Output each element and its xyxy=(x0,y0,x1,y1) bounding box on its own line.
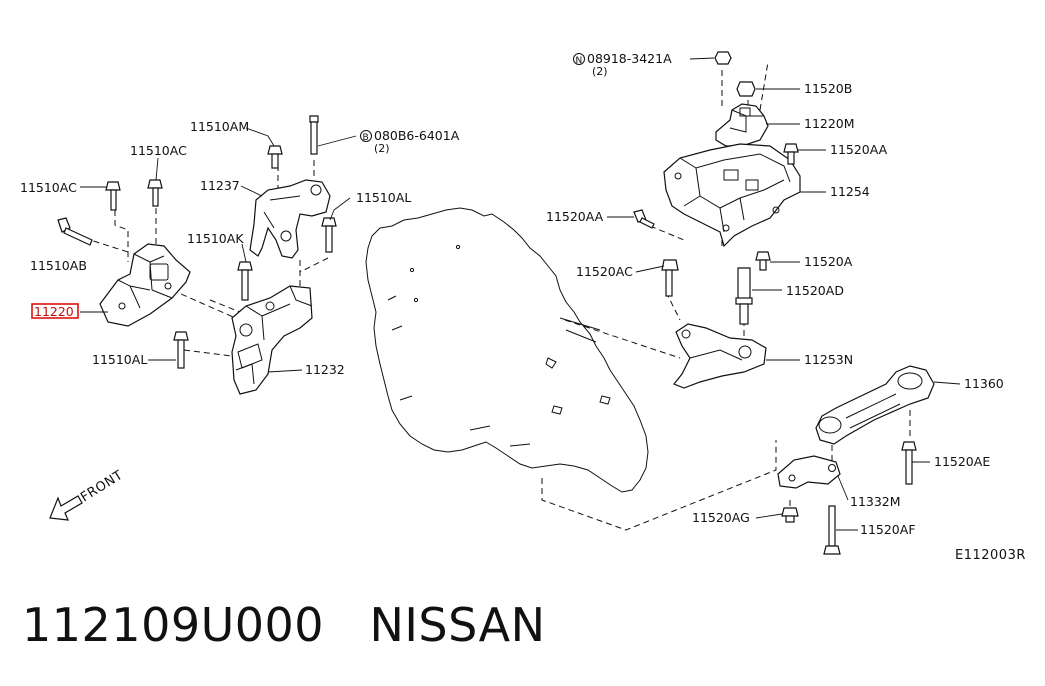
engine-block-outline xyxy=(365,207,649,493)
caption-part-number: 112109U000 xyxy=(22,598,325,652)
bolt-11510AM xyxy=(267,145,283,169)
bolt-symbol-letter: B xyxy=(363,133,369,143)
label-11520AA-left: 11520AA xyxy=(546,209,604,224)
part-11232-bracket xyxy=(231,285,313,395)
label-080B6-qty: (2) xyxy=(374,142,390,155)
label-11510AC-mid: 11510AC xyxy=(130,143,187,158)
part-11237-bracket xyxy=(249,179,331,259)
label-11253N: 11253N xyxy=(804,352,853,367)
label-11332M: 11332M xyxy=(850,494,901,509)
label-080B6: 080B6-6401A xyxy=(374,128,460,143)
bolt-11510AB xyxy=(57,217,93,246)
label-11520A: 11520A xyxy=(804,254,853,269)
label-08918-qty: (2) xyxy=(592,65,608,78)
part-11332M-bracket xyxy=(777,455,841,489)
label-11510AL-upper: 11510AL xyxy=(356,190,411,205)
label-11360: 11360 xyxy=(964,376,1004,391)
highlight-box-11220 xyxy=(31,303,79,319)
bolt-11520A xyxy=(755,251,771,271)
bolt-symbol-icon xyxy=(360,130,372,142)
nut-symbol-letter: N xyxy=(576,56,583,66)
label-11520AE: 11520AE xyxy=(934,454,990,469)
nut-08918 xyxy=(714,51,732,65)
leader-lines xyxy=(80,57,961,531)
nut-symbol-icon xyxy=(573,53,585,65)
bolt-11520AG xyxy=(781,507,799,523)
bolt-11520AA-upper xyxy=(783,143,799,165)
label-11510AL-lower: 11510AL xyxy=(92,352,147,367)
label-11510AB: 11510AB xyxy=(30,258,87,273)
bolt-11510AL-upper xyxy=(321,217,337,253)
label-11520AD: 11520AD xyxy=(786,283,844,298)
bolt-11520AC xyxy=(661,259,679,297)
label-11520AC: 11520AC xyxy=(576,264,633,279)
bolt-11520AE xyxy=(901,441,917,485)
bolt-080B6 xyxy=(309,115,319,155)
nut-11520B xyxy=(736,81,756,97)
figure-code: E112003R xyxy=(955,548,1026,563)
part-11220-mount xyxy=(99,243,191,327)
label-11237: 11237 xyxy=(200,178,240,193)
front-arrow-icon xyxy=(49,495,83,521)
label-11254: 11254 xyxy=(830,184,870,199)
label-11510AM: 11510AM xyxy=(190,119,249,134)
caption-brand: NISSAN xyxy=(369,598,546,652)
bolt-11520AA-left xyxy=(633,209,655,229)
stud-11520AD xyxy=(735,267,753,325)
part-11360-torque-rod xyxy=(815,365,935,445)
part-caption: 112109U000 NISSAN xyxy=(22,598,546,652)
bolt-11520AF xyxy=(823,505,841,555)
label-11520AF: 11520AF xyxy=(860,522,916,537)
bolt-11510AC-mid xyxy=(147,179,163,207)
front-direction-label: FRONT xyxy=(78,468,126,506)
part-11253N-bracket xyxy=(673,323,767,389)
caption-gap xyxy=(324,598,369,652)
label-11232: 11232 xyxy=(305,362,345,377)
bolt-11510AL-lower xyxy=(173,331,189,369)
part-11254-bracket xyxy=(663,143,801,248)
label-11220: 11220 xyxy=(34,304,74,319)
bolt-11510AK xyxy=(237,261,253,301)
bolt-11510AC-left xyxy=(105,181,121,211)
label-11510AC-left: 11510AC xyxy=(20,180,77,195)
label-11520B: 11520B xyxy=(804,81,852,96)
label-11510AK: 11510AK xyxy=(187,231,244,246)
label-08918: 08918-3421A xyxy=(587,51,672,66)
part-11220M-insulator xyxy=(715,103,769,147)
label-11520AG: 11520AG xyxy=(692,510,750,525)
label-11520AA-upper: 11520AA xyxy=(830,142,888,157)
label-11220M: 11220M xyxy=(804,116,855,131)
